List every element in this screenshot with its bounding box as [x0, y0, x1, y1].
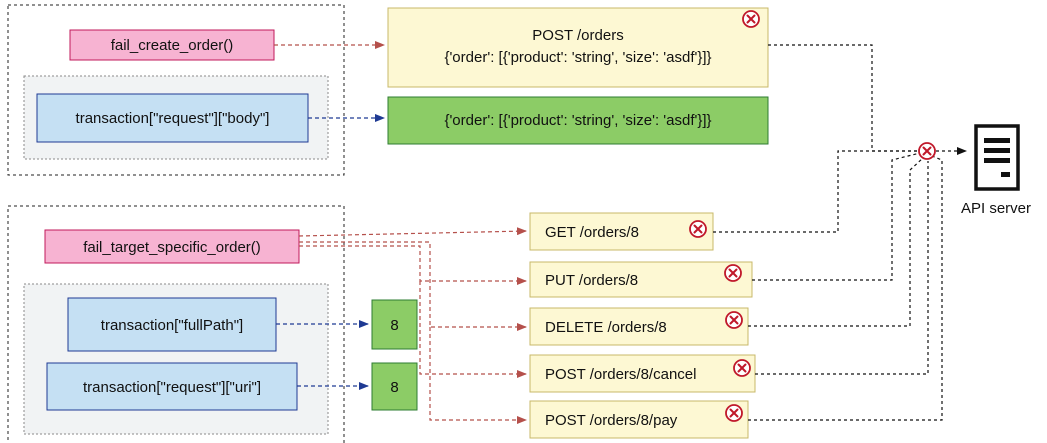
fail-target-specific-order-label: fail_target_specific_order(): [83, 239, 261, 256]
fail-create-order-function: [69, 29, 275, 61]
transaction-request-body-label: transaction["request"]["body"]: [76, 110, 270, 127]
request-body-value-label: {'order': [{'product': 'string', 'size':…: [444, 112, 711, 129]
cancel-order-request-label: POST /orders/8/cancel: [545, 366, 696, 383]
error-icon: [733, 359, 751, 377]
create-order-group: [7, 4, 345, 176]
error-icon: [742, 10, 760, 28]
arrow-to-put: [299, 245, 527, 285]
uri-value-label: 8: [390, 379, 398, 396]
line-post-to-server: [768, 44, 918, 152]
post-orders-request-line1: POST /orders: [532, 27, 623, 44]
fail-target-specific-order-function: [44, 229, 300, 264]
transaction-full-path-box: [67, 297, 277, 352]
post-orders-request: [387, 7, 769, 88]
get-order-request: [529, 212, 714, 251]
server-icon: [974, 124, 1020, 191]
full-path-value-label: 8: [390, 317, 398, 334]
arrow-to-cancel: [419, 281, 527, 378]
pay-order-request-label: POST /orders/8/pay: [545, 412, 678, 429]
line-cancel-to-server: [755, 161, 929, 375]
delete-order-request-label: DELETE /orders/8: [545, 319, 667, 336]
error-icon: [689, 220, 707, 238]
api-server-label: API server: [961, 200, 1031, 217]
line-pay-to-server: [748, 155, 943, 421]
error-icon: [725, 404, 743, 422]
get-order-request-label: GET /orders/8: [545, 224, 639, 241]
cancel-order-request: [529, 354, 756, 393]
delete-order-request: [529, 307, 749, 346]
put-order-request-label: PUT /orders/8: [545, 272, 638, 289]
full-path-value-box: [371, 299, 418, 350]
error-icon: [918, 142, 936, 160]
post-orders-request-line2: {'order': [{'product': 'string', 'size':…: [444, 49, 711, 66]
transaction-request-uri-label: transaction["request"]["uri"]: [83, 379, 261, 396]
line-delete-to-server: [748, 157, 924, 327]
transaction-full-path-label: transaction["fullPath"]: [101, 317, 243, 334]
specific-order-group: [7, 205, 345, 443]
request-body-value-box: [387, 96, 769, 145]
arrow-to-get: [298, 227, 527, 237]
error-icon: [724, 264, 742, 282]
fail-create-order-label: fail_create_order(): [111, 37, 234, 54]
uri-value-box: [371, 362, 418, 411]
line-get-to-server: [713, 150, 918, 233]
transaction-request-body-box: [36, 93, 309, 143]
line-put-to-server: [752, 152, 921, 281]
put-order-request: [529, 261, 753, 298]
error-icon: [725, 311, 743, 329]
arrow-to-pay: [429, 327, 527, 424]
arrow-to-delete: [299, 241, 527, 331]
